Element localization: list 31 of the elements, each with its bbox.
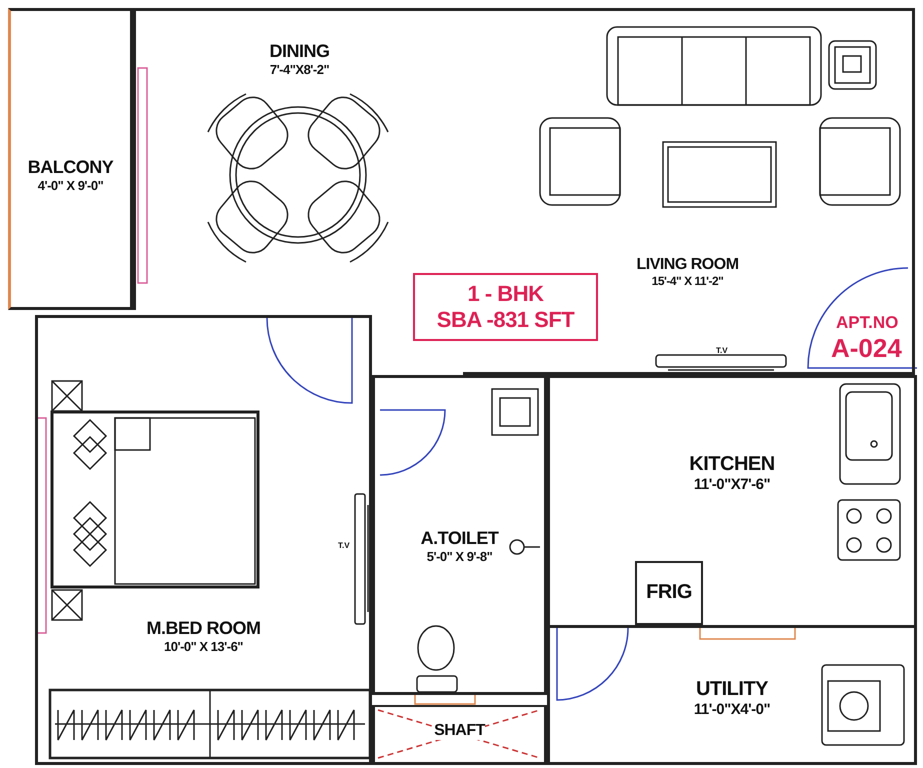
appliance-label: FRIG	[646, 581, 692, 604]
room-area	[8, 8, 133, 310]
room-area	[35, 315, 372, 765]
room-dimensions: 15'-4" X 11'-2"	[652, 274, 724, 288]
tv-label: T.V	[338, 541, 350, 550]
room-name: KITCHEN	[689, 453, 775, 476]
room-area	[547, 625, 917, 765]
room-name: A.TOILET	[420, 528, 498, 549]
fridge-box	[635, 561, 703, 626]
room-name: UTILITY	[696, 678, 768, 701]
room-name: SHAFT	[434, 722, 485, 740]
apartment-number-label: APT.NO	[836, 313, 898, 333]
room-dimensions: 11'-0"X7'-6"	[694, 476, 770, 493]
room-area	[133, 8, 463, 310]
room-name: M.BED ROOM	[146, 618, 260, 639]
room-dimensions: 4'-0" X 9'-0"	[38, 178, 104, 193]
plan-info-box	[413, 273, 598, 341]
room-dimensions: 11'-0"X4'-0"	[694, 701, 770, 718]
room-dimensions: 7'-4"X8'-2"	[270, 62, 330, 77]
room-name: BALCONY	[28, 157, 114, 178]
apartment-number: A-024	[831, 333, 902, 364]
area-label: SBA -831 SFT	[436, 307, 574, 333]
room-name: DINING	[270, 41, 330, 62]
room-dimensions: 10'-0" X 13'-6"	[164, 639, 243, 654]
room-area	[547, 375, 917, 625]
room-dimensions: 5'-0" X 9'-8"	[426, 549, 492, 564]
room-area	[372, 705, 547, 765]
room-name: LIVING ROOM	[636, 256, 739, 274]
room-area	[372, 375, 547, 695]
plan-type-label: 1 - BHK	[468, 281, 544, 307]
tv-label: T.V	[716, 346, 728, 355]
